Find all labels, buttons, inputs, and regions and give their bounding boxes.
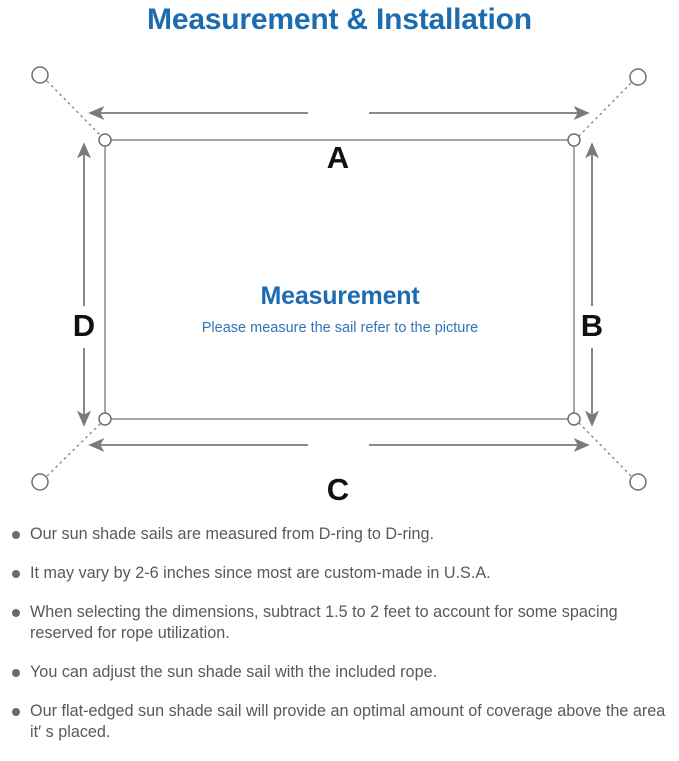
diagram-svg <box>31 66 647 491</box>
dimension-label-c: C <box>326 472 350 507</box>
dimension-label-d: D <box>72 308 96 343</box>
note-item: You can adjust the sun shade sail with t… <box>0 662 679 683</box>
dimension-label-a: A <box>326 140 350 175</box>
page-title: Measurement & Installation <box>147 3 532 36</box>
note-item: Our flat-edged sun shade sail will provi… <box>0 701 679 743</box>
rope-lines <box>46 80 632 477</box>
anchor-point-top-left <box>31 66 49 84</box>
sail-caption: Measurement Please measure the sail refe… <box>105 280 575 338</box>
bullet-icon <box>12 570 20 578</box>
note-item: It may vary by 2-6 inches since most are… <box>0 563 679 584</box>
rope-bottom-left <box>46 422 102 477</box>
note-text: Our sun shade sails are measured from D-… <box>30 525 434 543</box>
sail-caption-subtitle: Please measure the sail refer to the pic… <box>201 320 479 336</box>
notes-list: Our sun shade sails are measured from D-… <box>0 524 679 761</box>
anchor-point-top-right <box>629 68 647 86</box>
rope-bottom-right <box>578 422 632 477</box>
rope-top-right <box>578 82 632 137</box>
note-item: When selecting the dimensions, subtract … <box>0 602 679 644</box>
anchor-point-bottom-left <box>31 473 49 491</box>
measurement-diagram: A B C D Measurement Please measure the s… <box>0 48 679 518</box>
sail-panel <box>104 139 575 420</box>
bullet-icon <box>12 669 20 677</box>
note-text: Our flat-edged sun shade sail will provi… <box>30 702 666 741</box>
note-text: When selecting the dimensions, subtract … <box>30 603 618 642</box>
note-text: It may vary by 2-6 inches since most are… <box>30 564 491 582</box>
d-ring-top-right <box>567 133 581 147</box>
d-ring-bottom-right <box>567 412 581 426</box>
anchor-points <box>31 66 647 491</box>
note-item: Our sun shade sails are measured from D-… <box>0 524 679 545</box>
bullet-icon <box>12 609 20 617</box>
bullet-icon <box>12 531 20 539</box>
d-rings <box>98 133 581 426</box>
anchor-point-bottom-right <box>629 473 647 491</box>
d-ring-bottom-left <box>98 412 112 426</box>
bullet-icon <box>12 708 20 716</box>
sail-caption-title: Measurement <box>260 282 420 310</box>
note-text: You can adjust the sun shade sail with t… <box>30 663 438 681</box>
rope-top-left <box>46 80 102 137</box>
dimension-label-b: B <box>580 308 604 343</box>
d-ring-top-left <box>98 133 112 147</box>
